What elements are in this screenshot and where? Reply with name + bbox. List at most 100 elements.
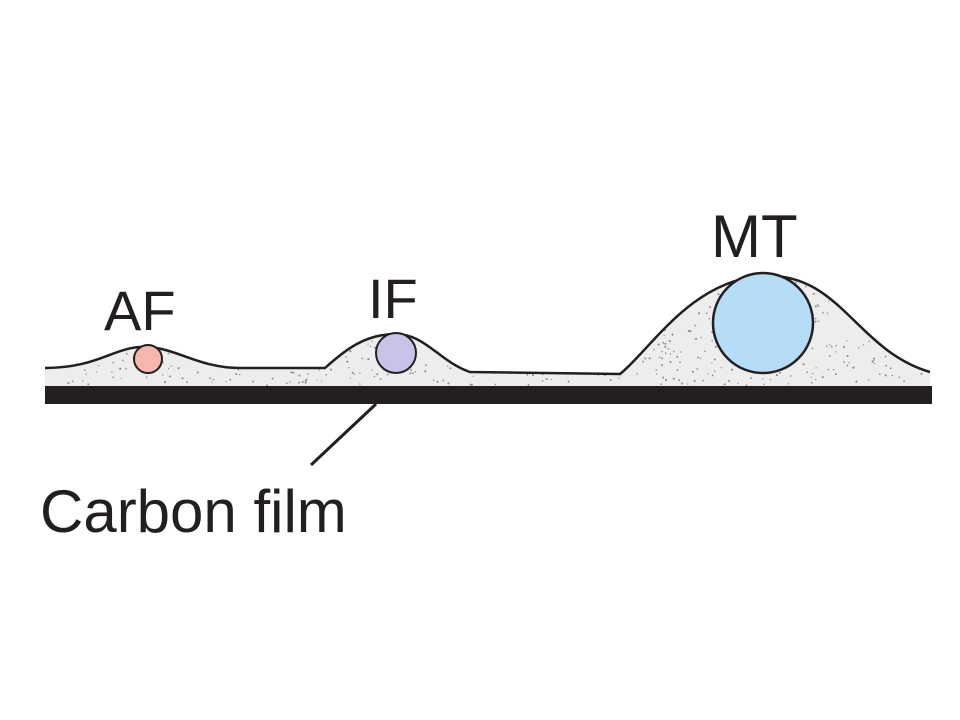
stain-dot (471, 383, 473, 386)
stain-dot (81, 298, 84, 301)
stain-dot (826, 312, 829, 314)
stain-dot (697, 312, 701, 315)
stain-dot (828, 284, 831, 287)
stain-dot (480, 274, 482, 276)
stain-dot (353, 373, 355, 375)
stain-dot (361, 357, 363, 360)
stain-dot (493, 281, 495, 283)
stain-dot (305, 304, 308, 307)
stain-dot (304, 380, 307, 382)
stain-dot (679, 361, 681, 364)
stain-dot (565, 279, 568, 282)
stain-dot (280, 319, 283, 322)
stain-dot (99, 295, 102, 298)
stain-dot (821, 376, 824, 379)
stain-dot (871, 360, 874, 363)
stain-dot (705, 312, 708, 315)
stain-dot (157, 342, 159, 344)
stain-dot (241, 310, 244, 313)
stain-dot (84, 346, 88, 349)
stain-dot (335, 282, 338, 285)
stain-dot (921, 361, 924, 364)
stain-dot (457, 348, 459, 350)
stain-dot (520, 344, 523, 346)
stain-dot (878, 291, 880, 294)
stain-dot (268, 354, 271, 356)
stain-dot (439, 307, 441, 309)
stain-dot (49, 298, 51, 301)
stain-dot (693, 379, 696, 383)
stain-dot (335, 299, 338, 302)
stain-dot (592, 282, 595, 285)
stain-dot (47, 280, 50, 283)
stain-dot (242, 325, 244, 327)
stain-dot (901, 298, 904, 301)
stain-dot (898, 376, 901, 379)
stain-dot (702, 274, 703, 275)
stain-dot (320, 313, 323, 316)
stain-dot (345, 356, 347, 358)
stain-dot (95, 285, 98, 288)
stain-dot (847, 307, 849, 309)
stain-dot (121, 275, 123, 278)
stain-dot (92, 304, 95, 307)
stain-dot (875, 302, 878, 305)
stain-dot (260, 298, 263, 301)
stain-dot (477, 311, 479, 313)
stain-dot (546, 352, 548, 355)
stain-dot (285, 340, 287, 342)
stain-dot (908, 336, 911, 339)
stain-dot (292, 299, 294, 301)
stain-dot (711, 362, 713, 364)
stain-dot (371, 340, 373, 342)
stain-dot (553, 272, 554, 273)
stain-dot (441, 302, 443, 305)
stain-dot (191, 287, 194, 289)
stain-dot (846, 355, 849, 358)
stain-dot (536, 335, 538, 337)
stain-dot (694, 337, 698, 340)
stain-dot (687, 330, 690, 332)
stain-dot (603, 349, 605, 351)
stain-dot (351, 332, 354, 335)
stain-dot (330, 281, 332, 284)
stain-dot (296, 346, 299, 349)
stain-dot (714, 370, 716, 372)
stain-dot (75, 353, 78, 356)
stain-dot (346, 360, 349, 363)
stain-dot (814, 320, 817, 323)
stain-dot (85, 373, 87, 375)
stain-dot (462, 346, 464, 348)
stain-dot (439, 313, 441, 316)
stain-dot (651, 330, 653, 333)
stain-dot (47, 329, 49, 331)
stain-dot (360, 283, 363, 286)
stain-dot (163, 381, 167, 384)
stain-dot (460, 346, 462, 349)
stain-dot (869, 271, 871, 273)
stain-dot (609, 379, 612, 382)
stain-dot (321, 339, 323, 341)
stain-dot (152, 271, 153, 272)
stain-dot (278, 315, 280, 317)
stain-dot (469, 383, 472, 386)
stain-dot (329, 275, 332, 277)
stain-dot (711, 374, 714, 377)
stain-dot (120, 377, 122, 380)
stain-dot (859, 304, 862, 307)
stain-dot (451, 277, 454, 280)
stain-dot (202, 279, 204, 281)
stain-dot (436, 344, 439, 347)
stain-dot (868, 307, 870, 310)
stain-dot (410, 368, 413, 371)
stain-dot (45, 284, 48, 287)
stain-dot (672, 350, 675, 353)
stain-dot (292, 371, 295, 374)
stain-dot (162, 374, 164, 376)
stain-dot (373, 375, 376, 378)
stain-dot (245, 299, 247, 302)
stain-dot (48, 271, 49, 272)
stain-dot (442, 379, 445, 382)
stain-dot (209, 275, 211, 276)
stain-dot (920, 372, 923, 375)
